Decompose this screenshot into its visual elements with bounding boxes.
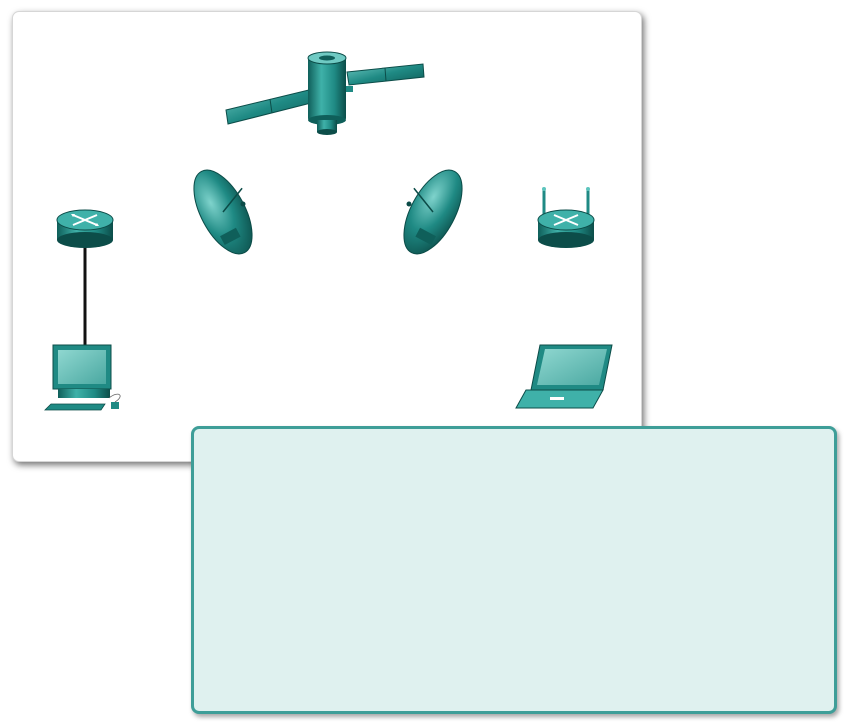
router-icon: [56, 209, 114, 248]
satellite-icon: [225, 51, 425, 135]
satellite-dish-icon: [193, 169, 253, 255]
network-diagram: [44, 51, 613, 411]
caption-box: [191, 426, 837, 714]
laptop-icon: [515, 344, 613, 409]
satellite-dish-icon: [403, 169, 463, 255]
wireless-router-icon: [537, 187, 595, 248]
network-diagram-panel: [12, 11, 642, 462]
desktop-pc-icon: [44, 344, 121, 411]
